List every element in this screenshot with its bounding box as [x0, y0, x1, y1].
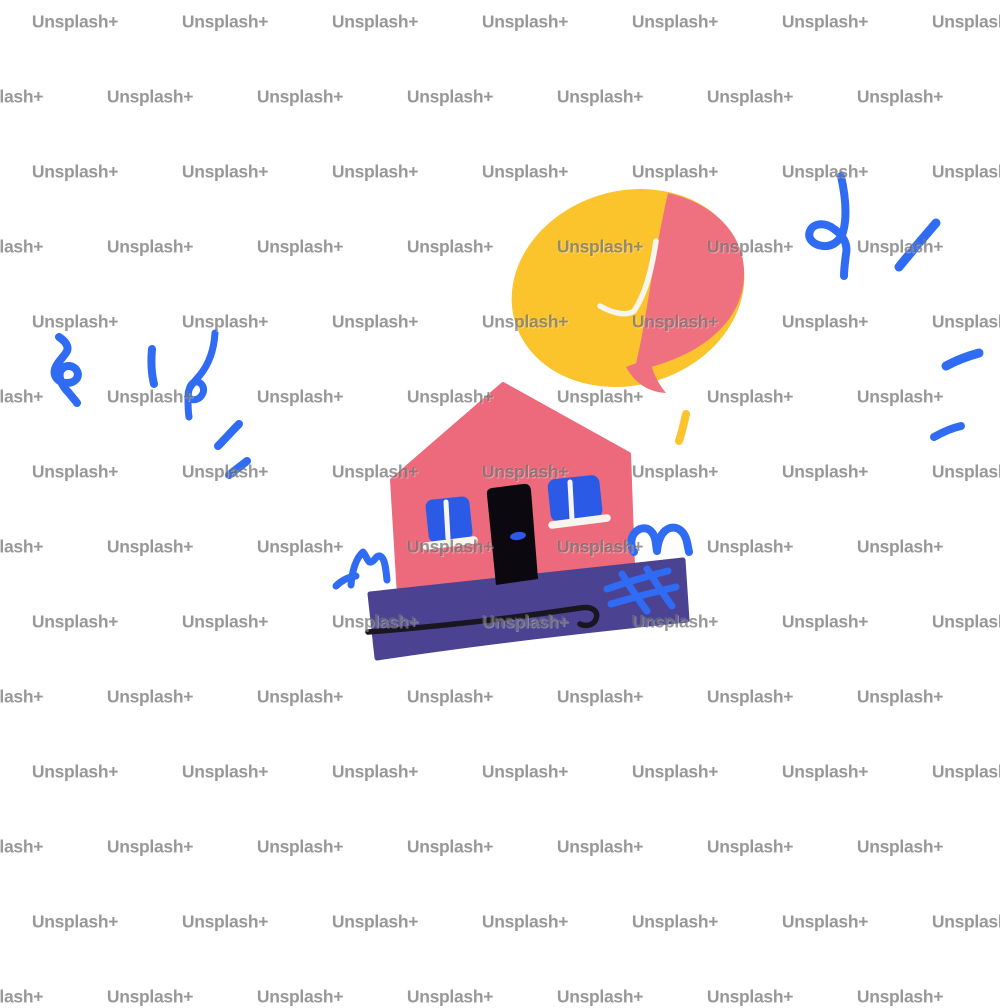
m-squiggle [627, 523, 693, 556]
window-right-muntin [567, 479, 575, 522]
speech-bubble-pink-half [634, 193, 745, 371]
diagonal-dash-top-right [894, 218, 941, 272]
hatch-scribble [603, 565, 680, 615]
hatch-stroke [607, 583, 680, 608]
window-right [547, 475, 611, 529]
hatch-stroke [643, 565, 676, 610]
loop-scribble-left [50, 333, 82, 407]
hook-curve-left [184, 329, 219, 421]
heart-squiggle-tail [332, 572, 360, 590]
left-diagonal-dash-upper [214, 420, 243, 450]
base-stripe [365, 604, 600, 635]
window-left [422, 496, 478, 550]
left-vertical-dash [147, 345, 158, 388]
right-dash-lower [930, 422, 965, 441]
door-handle [510, 531, 526, 541]
yellow-dash [675, 410, 690, 445]
boat-base [367, 557, 690, 661]
window-left-sill [422, 536, 478, 550]
loop-scribble-top-right [805, 172, 851, 280]
heart-squiggle [347, 548, 391, 589]
check-mark [597, 238, 659, 317]
window-right-sill [548, 514, 611, 529]
hatch-stroke [603, 567, 672, 593]
speech-bubble-tail [626, 358, 666, 393]
left-diagonal-dash-lower [225, 457, 251, 479]
hatch-stroke [618, 570, 651, 615]
window-right-pane [547, 475, 603, 522]
window-left-muntin [443, 499, 451, 541]
right-dash-upper [941, 348, 984, 371]
